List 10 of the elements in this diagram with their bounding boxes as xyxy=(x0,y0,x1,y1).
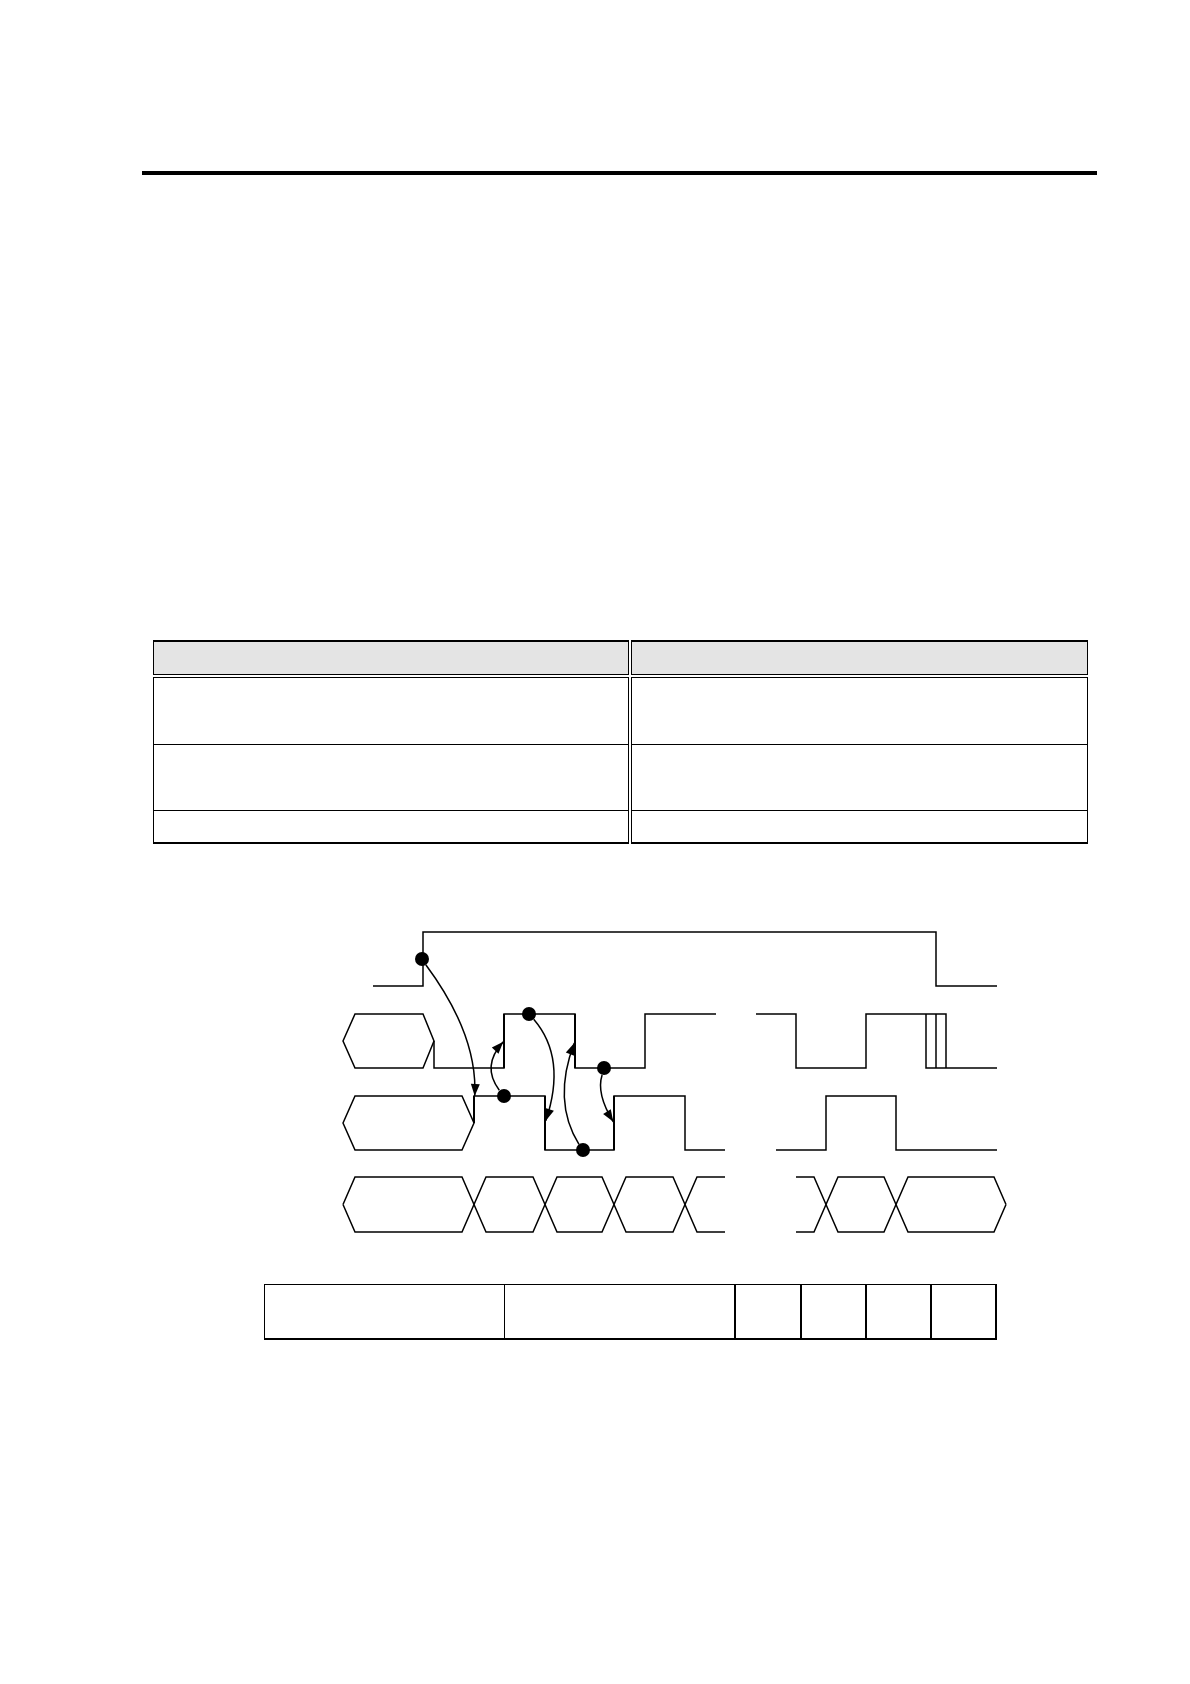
event-dot xyxy=(522,1007,537,1021)
event-dot xyxy=(496,1088,511,1103)
event-dot xyxy=(575,1143,590,1158)
arrow xyxy=(490,1041,505,1091)
arrow xyxy=(563,1042,580,1146)
event-dot xyxy=(597,1061,612,1076)
arrow xyxy=(599,1074,615,1123)
event-dot xyxy=(414,952,429,967)
arrow xyxy=(425,963,480,1097)
arrow xyxy=(532,1018,555,1122)
